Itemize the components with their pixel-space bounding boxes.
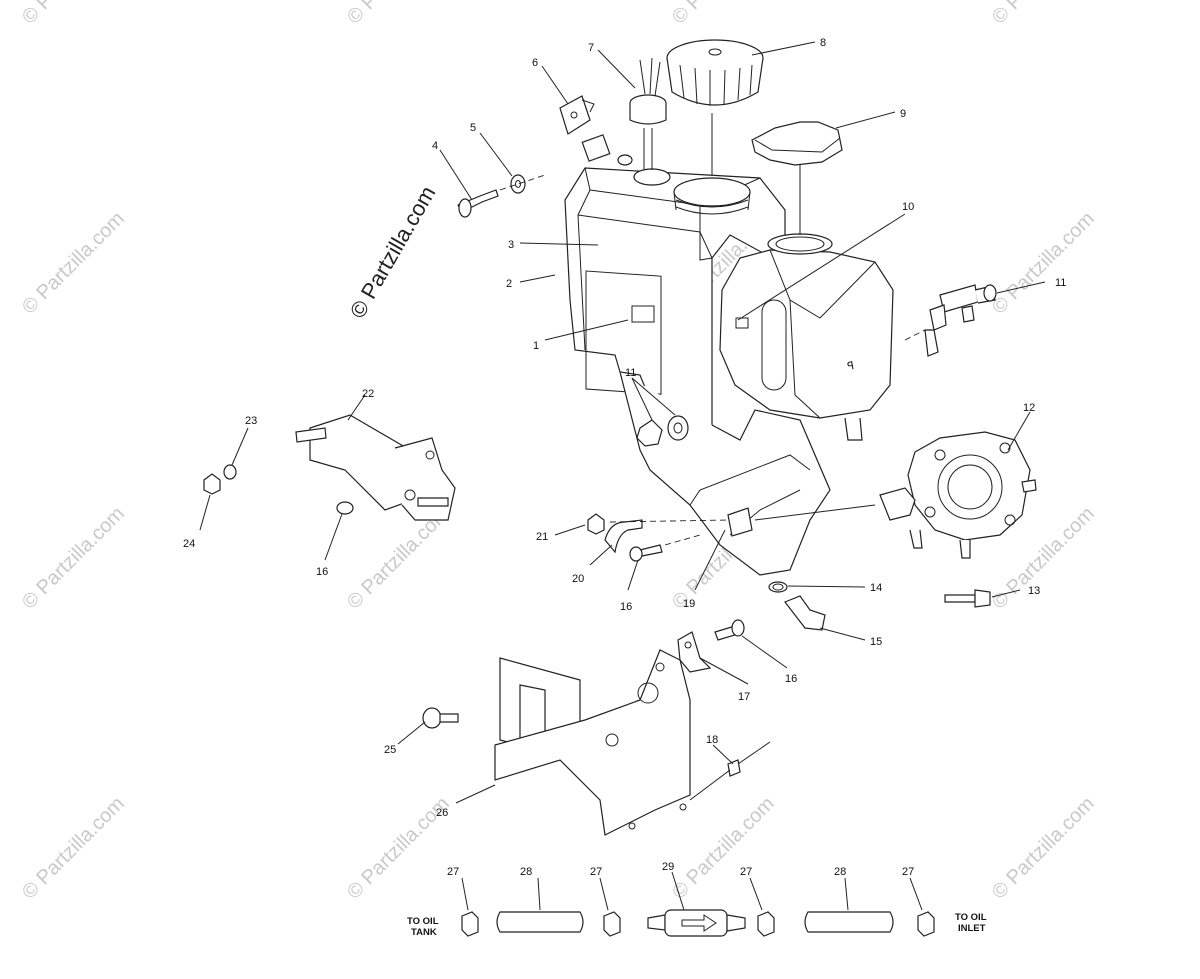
screw-16-mid — [629, 544, 663, 562]
callout-2: 2 — [506, 278, 512, 290]
nut-21 — [587, 513, 605, 535]
watermark-main: © Partzilla.com — [345, 182, 441, 323]
clip-bracket — [559, 95, 595, 135]
elbow-fitting-15 — [784, 595, 826, 631]
washer-5 — [510, 174, 526, 194]
fuel-cap — [666, 39, 764, 106]
fuel-pump — [879, 431, 1037, 559]
callout-16: 16 — [620, 601, 632, 613]
callout-28: 28 — [834, 866, 846, 878]
fuel-valve — [924, 284, 997, 357]
watermark-text: © Partzilla.com — [988, 793, 1099, 904]
flow-arrow-icon — [681, 914, 717, 932]
watermark-text: © Partzilla.com — [18, 793, 129, 904]
mounting-bracket-26 — [494, 649, 691, 836]
callout-24: 24 — [183, 538, 195, 550]
callout-18: 18 — [706, 734, 718, 746]
callout-8: 8 — [820, 37, 826, 49]
clamp-27 — [461, 911, 479, 937]
bolt-25 — [422, 707, 459, 729]
callout-15: 15 — [870, 636, 882, 648]
clip-19 — [727, 507, 753, 537]
callout-7: 7 — [588, 42, 594, 54]
callout-26: 26 — [436, 807, 448, 819]
callout-28: 28 — [520, 866, 532, 878]
watermark-text: © Partzilla.com — [988, 208, 1099, 319]
callout-11: 11 — [625, 367, 636, 379]
screw-13 — [944, 589, 991, 608]
clamp-27 — [757, 911, 775, 937]
level-sensor — [629, 57, 667, 170]
screw-16-lower — [714, 619, 745, 641]
bracket-22 — [295, 414, 456, 521]
clamp-27 — [603, 911, 621, 937]
cable-tie-18 — [689, 741, 771, 801]
hose-28 — [496, 911, 584, 933]
watermark-text: © Partzilla.com — [343, 0, 454, 29]
clamp-27 — [917, 911, 935, 937]
tank-small-decal — [631, 305, 655, 323]
sight-window — [761, 299, 787, 391]
clamp-14 — [768, 581, 788, 593]
callout-16: 16 — [316, 566, 328, 578]
callout-20: 20 — [572, 573, 584, 585]
callout-5: 5 — [470, 122, 476, 134]
callout-21: 21 — [536, 531, 548, 543]
callout-13: 13 — [1028, 585, 1040, 597]
inline-filter-29 — [647, 909, 746, 937]
watermark-text: © Partzilla.com — [988, 0, 1099, 29]
callout-numbers: 1 2 3 4 5 6 7 8 9 10 11 11 12 13 14 15 1… — [183, 37, 1066, 878]
callout-3: 3 — [508, 239, 514, 251]
callout-27: 27 — [590, 866, 602, 878]
hose-28 — [804, 911, 894, 933]
reservoir-cap — [751, 121, 843, 166]
callout-27: 27 — [740, 866, 752, 878]
callout-27: 27 — [447, 866, 459, 878]
screw-4 — [457, 189, 499, 218]
to-oil-tank-label-line1: TO OIL — [407, 916, 439, 927]
to-oil-tank-label-line2: TANK — [411, 927, 437, 938]
callout-4: 4 — [432, 140, 438, 152]
to-oil-inlet-label-line2: INLET — [958, 923, 986, 934]
callout-14: 14 — [870, 582, 882, 594]
callout-17: 17 — [738, 691, 750, 703]
callout-11: 11 — [1055, 277, 1066, 289]
watermark-text: © Partzilla.com — [18, 503, 129, 614]
callout-25: 25 — [384, 744, 396, 756]
callout-27: 27 — [902, 866, 914, 878]
leader-lines — [199, 41, 1046, 911]
watermark-text: © Partzilla.com — [18, 208, 129, 319]
oil-reservoir: ꟼ — [719, 233, 894, 441]
callout-29: 29 — [662, 861, 674, 873]
callout-23: 23 — [245, 415, 257, 427]
to-oil-inlet-label-line1: TO OIL — [955, 912, 987, 923]
callout-1: 1 — [533, 340, 539, 352]
hose-end-labels: TO OIL TANK TO OIL INLET — [407, 912, 987, 938]
hose-assembly — [461, 909, 935, 937]
watermark-text: © Partzilla.com — [668, 0, 779, 29]
bracket-17 — [677, 631, 712, 673]
clamp-20 — [604, 519, 643, 554]
washer-23 — [223, 464, 237, 480]
nut-24 — [203, 473, 221, 495]
callout-12: 12 — [1023, 402, 1035, 414]
callout-6: 6 — [532, 57, 538, 69]
callout-9: 9 — [900, 108, 906, 120]
tank-logo: ꟼ — [846, 360, 855, 373]
nut-washer-11 — [636, 415, 689, 447]
callout-22: 22 — [362, 388, 374, 400]
callout-16: 16 — [785, 673, 797, 685]
watermark-text: © Partzilla.com — [18, 0, 129, 29]
callout-10: 10 — [902, 201, 914, 213]
screw-16-left — [336, 501, 354, 515]
callout-19: 19 — [683, 598, 695, 610]
filler-neck — [673, 177, 751, 207]
